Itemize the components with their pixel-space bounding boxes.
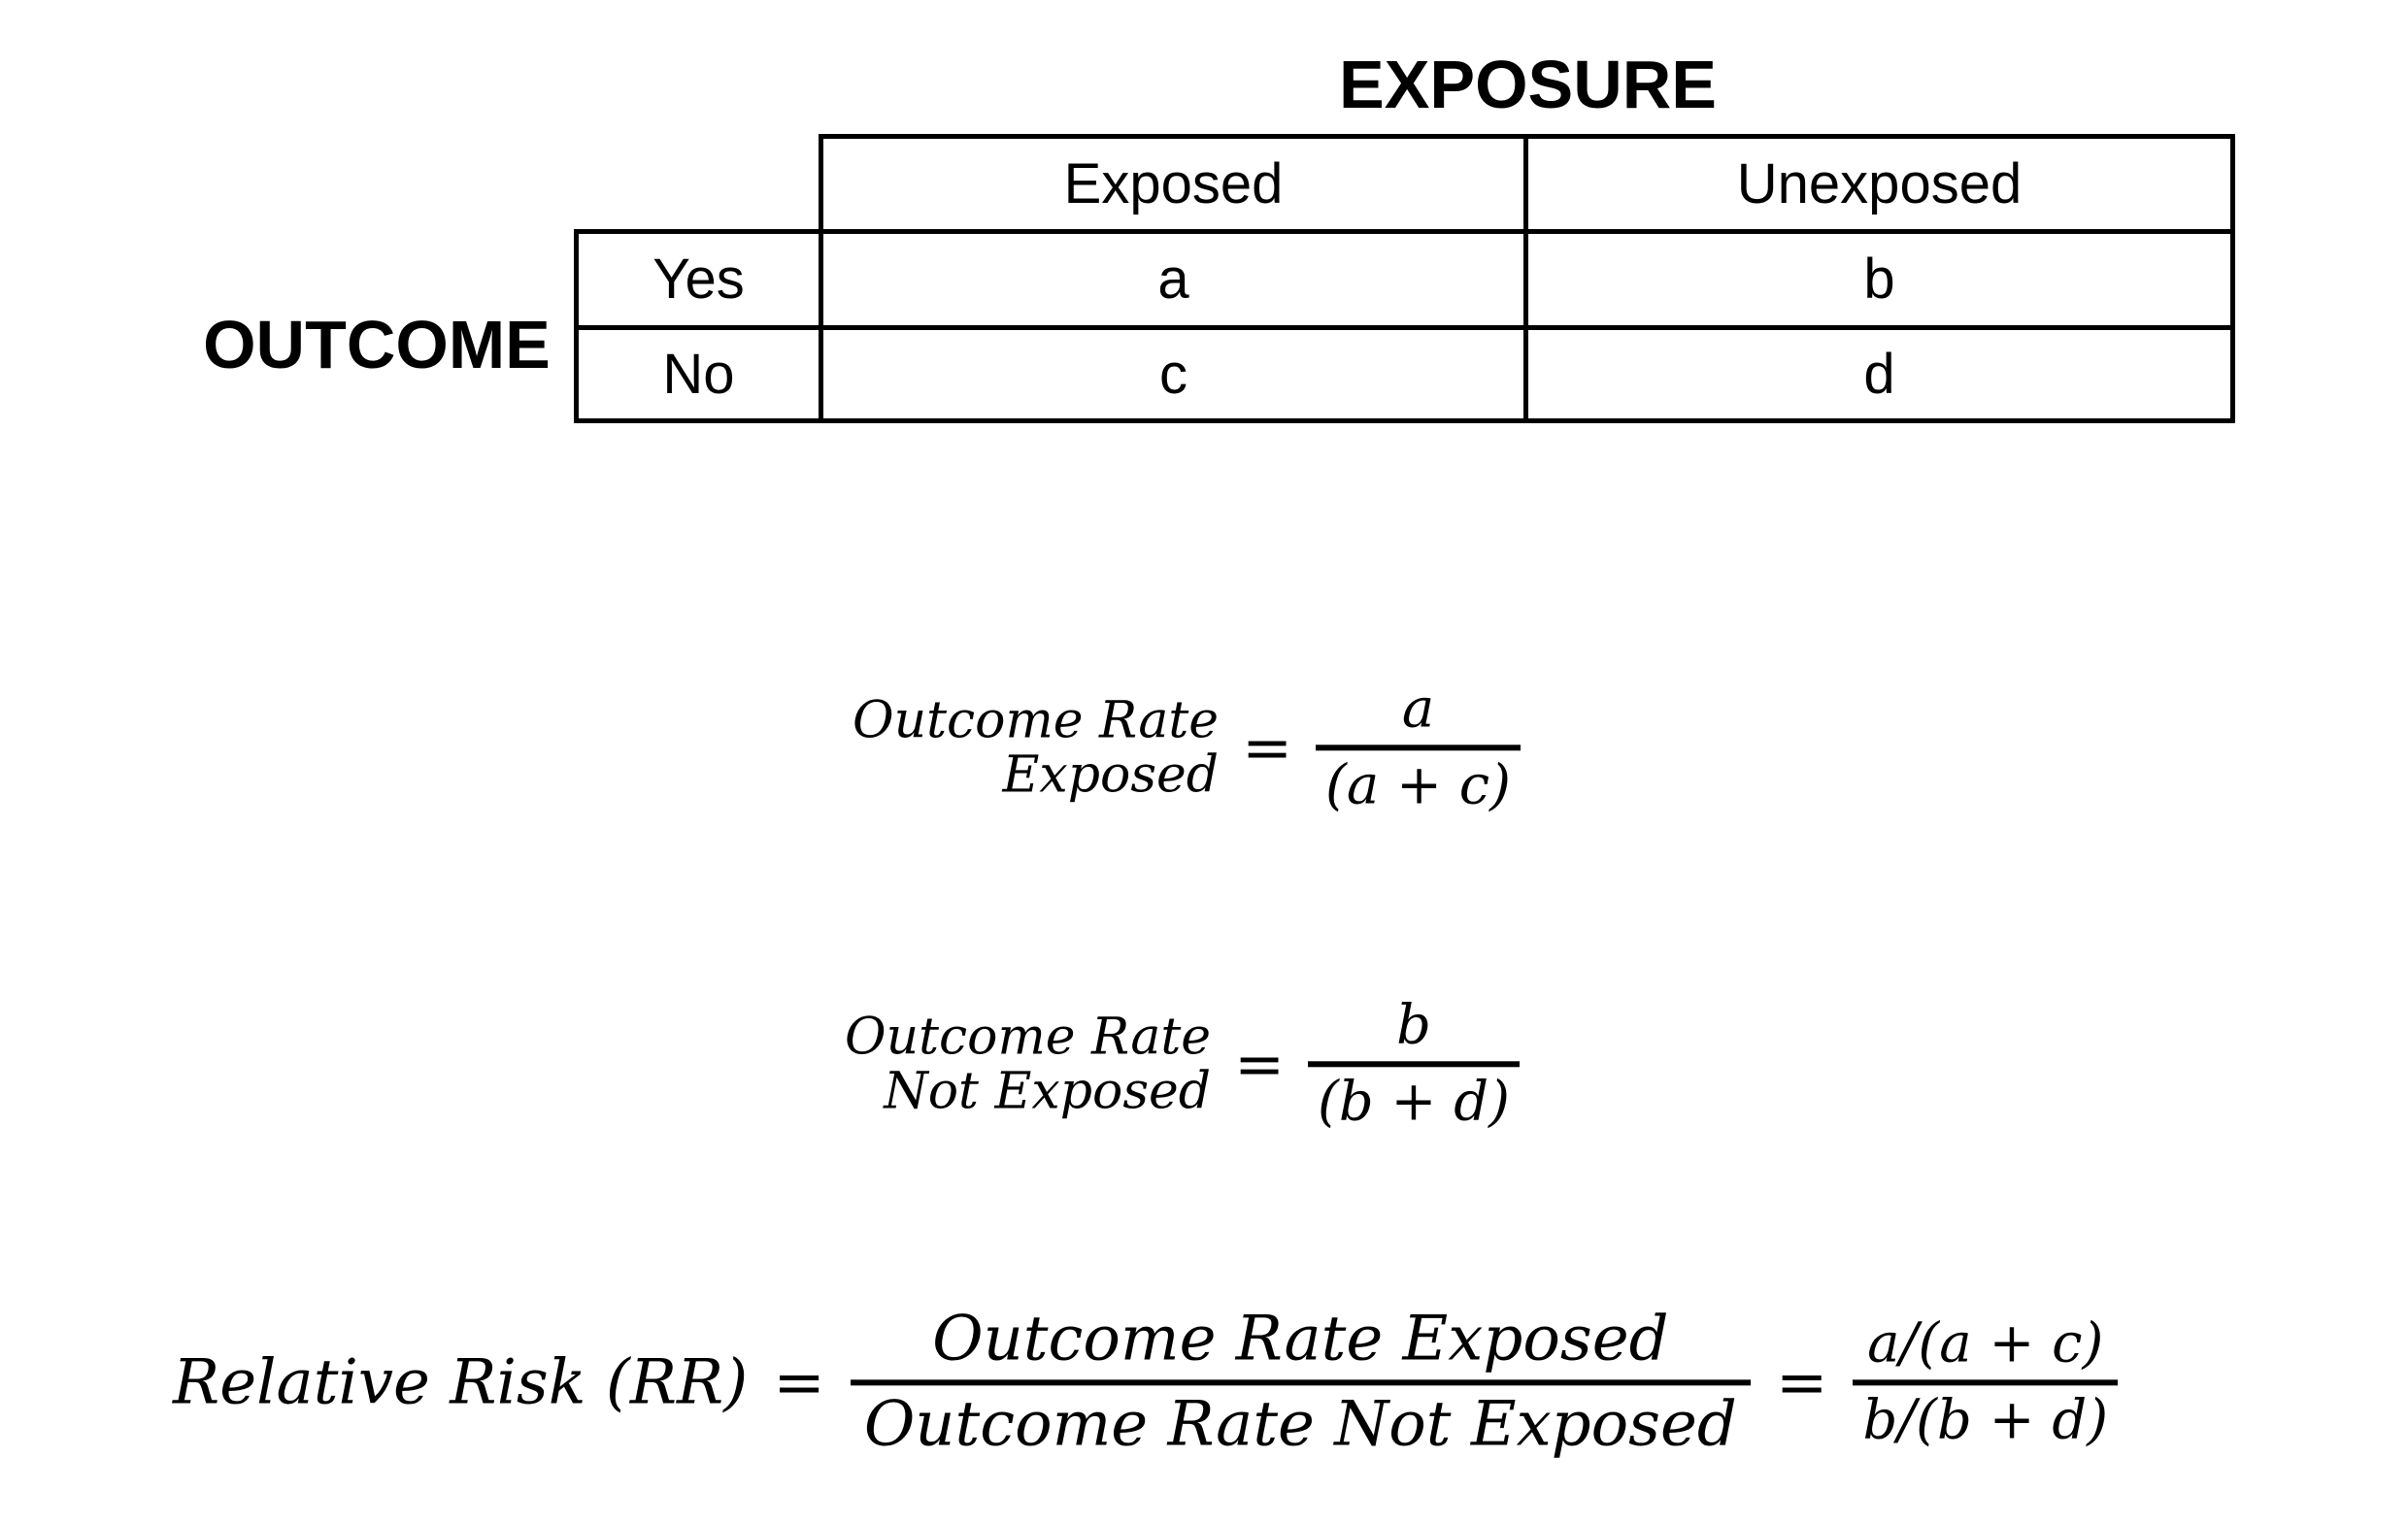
fraction: a (a + c) [1316,679,1521,815]
formula-outcome-rate-exposed: Outcome Rate Exposed = a (a + c) [853,679,1521,815]
formula-label-line2: Not Exposed [884,1062,1212,1120]
fraction-numerator: a [1401,677,1435,741]
fraction-denominator: (b + d) [1318,1070,1510,1133]
fraction-denominator: (a + c) [1325,753,1511,816]
table-cell-d: d [1863,342,1895,406]
table-cell-c: c [1159,342,1187,406]
fraction-numerator: b [1396,993,1431,1057]
fraction-bar [1308,1061,1520,1067]
fraction-bar [1853,1379,2119,1385]
table-border-col1-left [819,134,823,423]
table-cell-a: a [1157,248,1189,311]
table-cell-b: b [1863,248,1895,311]
table-border-bottom [574,418,2235,423]
formula-outcome-rate-not-exposed: Outcome Rate Not Exposed = b (b + d) [845,995,1520,1132]
row-label-no: No [662,342,735,406]
fraction: b (b + d) [1308,995,1520,1132]
table-border-col-divider [1523,134,1528,423]
formula-relative-risk: Relative Risk (RR) = Outcome Rate Expose… [173,1303,2119,1460]
fraction-bar [1316,745,1521,750]
rate-ratio-fraction: Outcome Rate Exposed Outcome Rate Not Ex… [850,1303,1751,1460]
column-header-exposed: Exposed [1063,151,1284,215]
formula-label-line1: Outcome Rate [845,1007,1212,1066]
fraction-numerator: Outcome Rate Exposed [932,1303,1669,1375]
column-header-unexposed: Unexposed [1736,151,2023,215]
fraction-denominator: Outcome Rate Not Exposed [863,1388,1737,1460]
fraction-bar [850,1379,1751,1385]
equals-sign-first: = [773,1346,825,1418]
cell-ratio-fraction: a/(a + c) b/(b + d) [1853,1311,2119,1451]
equals-sign: = [1242,712,1293,782]
formula-label-line2: Exposed [1002,745,1220,804]
exposure-group-title: EXPOSURE [1339,47,1717,122]
table-border-header-bottom [574,229,2235,234]
fraction-numerator: a/(a + c) [1867,1311,2104,1375]
table-border-label-left [574,229,579,423]
fraction-denominator: b/(b + d) [1862,1388,2109,1451]
formula-label: Outcome Rate Not Exposed [845,1010,1211,1118]
formula-label-line1: Outcome Rate [853,690,1220,749]
relative-risk-label: Relative Risk (RR) [173,1346,749,1418]
equals-sign: = [1234,1028,1286,1099]
row-label-yes: Yes [652,248,745,311]
table-border-right [2230,134,2235,423]
equals-sign-second: = [1775,1346,1828,1418]
table-border-row-divider [574,325,2235,330]
outcome-group-title: OUTCOME [203,307,551,382]
formula-label: Outcome Rate Exposed [853,693,1219,802]
